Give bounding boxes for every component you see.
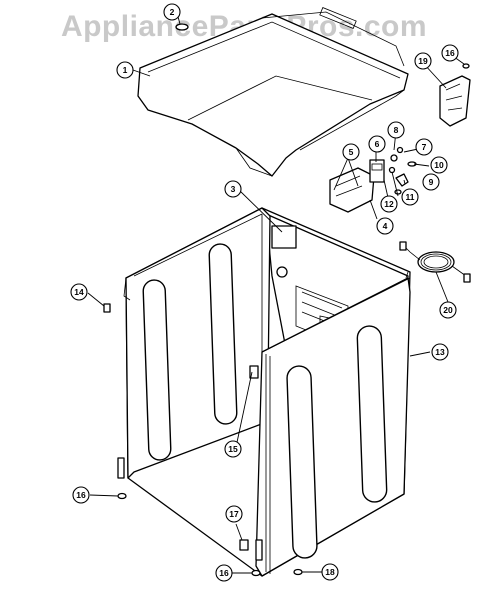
callout-4: 4: [376, 217, 394, 235]
callout-15: 15: [224, 440, 242, 458]
top-lid: [137, 7, 409, 177]
callout-19: 19: [414, 52, 432, 70]
callout-2: 2: [163, 3, 181, 21]
callout-16-bottom: 16: [215, 564, 233, 582]
callout-3: 3: [224, 180, 242, 198]
svg-text:1: 1: [123, 65, 128, 75]
svg-text:5: 5: [349, 147, 354, 157]
svg-text:3: 3: [231, 184, 236, 194]
callout-18: 18: [321, 563, 339, 581]
svg-text:6: 6: [375, 139, 380, 149]
svg-text:9: 9: [429, 177, 434, 187]
power-cord: [399, 241, 471, 283]
callout-5: 5: [342, 143, 360, 161]
svg-text:4: 4: [383, 221, 388, 231]
svg-text:13: 13: [435, 347, 445, 357]
svg-text:15: 15: [228, 444, 238, 454]
svg-text:11: 11: [406, 192, 415, 202]
callout-10: 10: [430, 156, 448, 174]
svg-text:16: 16: [445, 48, 455, 58]
callout-11: 11: [401, 188, 419, 206]
svg-text:20: 20: [443, 305, 453, 315]
svg-text:10: 10: [434, 160, 444, 170]
bracket-part-19: [439, 75, 471, 127]
svg-text:14: 14: [74, 287, 84, 297]
callout-13: 13: [431, 343, 449, 361]
callout-7: 7: [415, 138, 433, 156]
callout-20: 20: [439, 301, 457, 319]
svg-text:16: 16: [76, 490, 86, 500]
clip-part-14: [103, 303, 111, 313]
svg-text:17: 17: [229, 509, 239, 519]
screw-part-16-left: [117, 492, 127, 500]
callout-16-top: 16: [441, 44, 459, 62]
svg-text:16: 16: [219, 568, 229, 578]
svg-text:19: 19: [418, 56, 428, 66]
screw-part-16-bottom: [251, 569, 261, 577]
svg-text:8: 8: [394, 125, 399, 135]
callout-1: 1: [116, 61, 134, 79]
callout-14: 14: [70, 283, 88, 301]
callout-6: 6: [368, 135, 386, 153]
callout-17: 17: [225, 505, 243, 523]
cabinet: [117, 207, 411, 577]
clip-part-17: [239, 539, 249, 551]
svg-text:12: 12: [384, 199, 394, 209]
callout-8: 8: [387, 121, 405, 139]
svg-text:7: 7: [422, 142, 427, 152]
callout-12: 12: [380, 195, 398, 213]
screw-part-18: [293, 568, 303, 576]
callout-16-left: 16: [72, 486, 90, 504]
svg-text:2: 2: [170, 7, 175, 17]
svg-text:18: 18: [325, 567, 335, 577]
lid-switch-assembly: [329, 146, 417, 213]
screw-part-16-top: [462, 63, 470, 69]
clip-part-2: [175, 23, 189, 31]
callout-9: 9: [422, 173, 440, 191]
